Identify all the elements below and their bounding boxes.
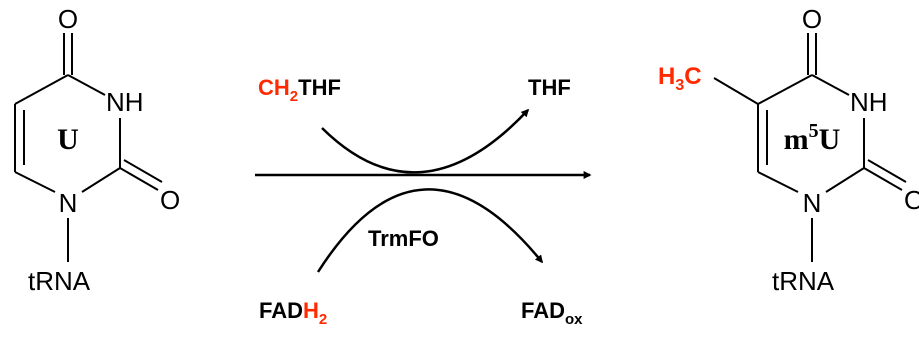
methyluridine-labels: O NH O N tRNA H3C m5U bbox=[658, 4, 919, 296]
reaction-labels: CH2THF THF TrmFO FADH2 FADox bbox=[258, 75, 583, 328]
bond-c2-o bbox=[119, 167, 159, 191]
m5u-bond-c4-c5 bbox=[757, 74, 813, 105]
uracil-center-label: U bbox=[57, 123, 79, 156]
uracil-labels: O NH O N tRNA U bbox=[28, 4, 180, 296]
m5u-o-top: O bbox=[802, 4, 822, 34]
m5u-center-label: m5U bbox=[784, 120, 841, 156]
enzyme-label: TrmFO bbox=[368, 226, 439, 251]
uracil-substituent: tRNA bbox=[28, 266, 91, 296]
m5u-nh: NH bbox=[850, 87, 888, 117]
m5u-o-right: O bbox=[904, 185, 919, 215]
uracil-o-right: O bbox=[160, 185, 180, 215]
cofactor-curve-lower bbox=[316, 188, 544, 273]
m5u-bond-c2-o-double bbox=[867, 159, 907, 183]
m5u-substituent: tRNA bbox=[772, 266, 835, 296]
methyl-group-label: H3C bbox=[658, 63, 702, 94]
bond-c2-o-double bbox=[123, 159, 163, 183]
methylene-thf-label: CH2THF bbox=[258, 75, 341, 105]
bond-c6-n1 bbox=[14, 171, 56, 193]
bond-c2-n1 bbox=[81, 167, 121, 193]
fadh2-label: FADH2 bbox=[259, 298, 327, 328]
uracil-nh: NH bbox=[106, 87, 144, 117]
bond-c4-c5 bbox=[14, 74, 69, 105]
methyluridine-structure bbox=[713, 33, 907, 262]
m5u-n1: N bbox=[803, 188, 822, 218]
uracil-o-top: O bbox=[58, 4, 78, 34]
thf-label: THF bbox=[528, 75, 571, 100]
m5u-bond-c2-o bbox=[863, 167, 903, 191]
cofactor-curve-upper bbox=[321, 108, 530, 174]
bond-c4-n3 bbox=[67, 74, 106, 96]
fadox-label: FADox bbox=[521, 298, 583, 328]
uracil-n1: N bbox=[59, 188, 78, 218]
m5u-bond-c2-n1 bbox=[825, 167, 865, 193]
m5u-bond-c6-n1 bbox=[757, 171, 799, 193]
m5u-bond-c4-n3 bbox=[811, 74, 850, 96]
m5u-bond-c5-methyl bbox=[713, 77, 759, 105]
uracil-structure bbox=[14, 33, 163, 262]
reaction-arrows bbox=[255, 108, 592, 273]
